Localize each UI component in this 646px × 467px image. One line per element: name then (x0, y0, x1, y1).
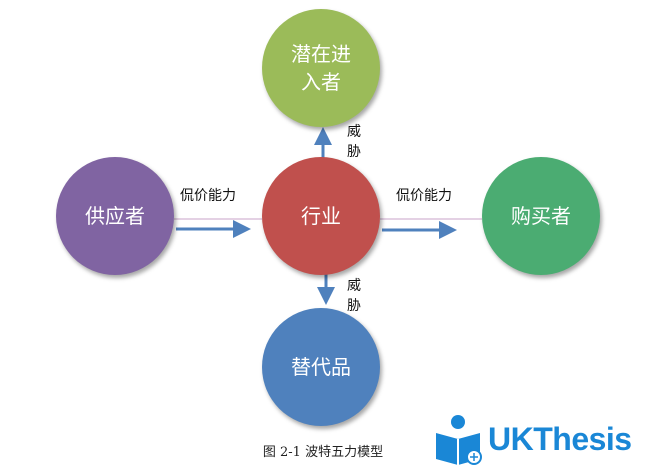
threat-down-char-2: 胁 (347, 298, 361, 314)
threat-down-char-1: 威 (347, 278, 361, 294)
substitutes-node: 替代品 (262, 308, 380, 426)
buyer-bargaining-label: 侃价能力 (396, 188, 452, 204)
logo-text: UKThesis (488, 420, 632, 457)
suppliers-label: 供应者 (85, 204, 145, 228)
ukthesis-logo: UKThesis (434, 413, 632, 465)
substitutes-label: 替代品 (291, 355, 351, 379)
supplier-bargaining-label: 侃价能力 (180, 188, 236, 204)
threat-up-char-1: 威 (347, 124, 361, 140)
industry-label: 行业 (301, 204, 341, 228)
figure-caption: 图 2-1 波特五力模型 (262, 445, 384, 460)
buyers-label: 购买者 (511, 204, 571, 228)
potential-entrants-node: 潜在进 入者 (262, 9, 380, 127)
threat-down-label: 威 胁 (347, 276, 361, 316)
potential-entrants-label-2: 入者 (301, 70, 341, 94)
potential-entrants-label-1: 潜在进 (291, 42, 351, 66)
suppliers-node: 供应者 (56, 157, 174, 275)
buyers-node: 购买者 (482, 157, 600, 275)
threat-up-char-2: 胁 (347, 144, 361, 160)
threat-up-label: 威 胁 (347, 122, 361, 162)
industry-node: 行业 (262, 157, 380, 275)
reader-icon (436, 415, 482, 465)
